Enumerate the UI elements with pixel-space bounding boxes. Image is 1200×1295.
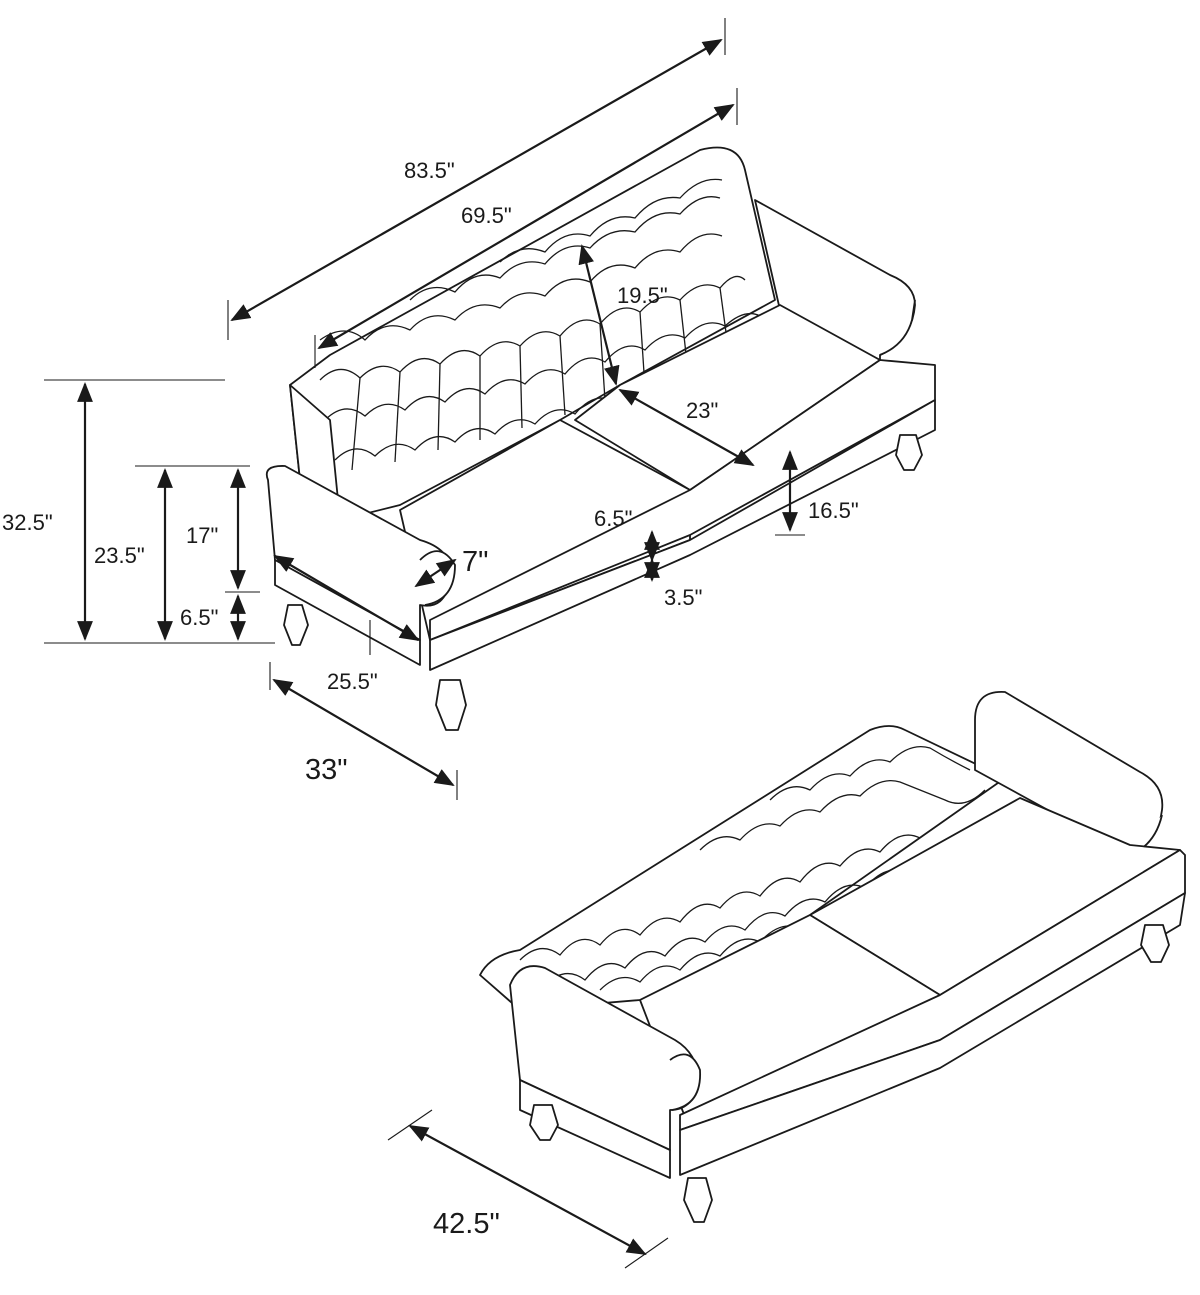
label-seat-height-right: 16.5" (808, 498, 859, 523)
label-cushion-thickness: 6.5" (594, 506, 632, 531)
bed-leg-center (683, 1177, 713, 1223)
label-back-height: 19.5" (617, 283, 668, 308)
leg-front-center (435, 679, 467, 731)
label-seat-width: 69.5" (461, 203, 512, 228)
bed-back (479, 725, 1006, 1011)
leg-back-right (895, 434, 923, 471)
label-arm-width: 7" (462, 546, 488, 578)
label-leg-height: 6.5" (180, 605, 218, 630)
bed-leg-left (529, 1104, 559, 1141)
dimension-lines-upper (44, 18, 805, 800)
label-overall-height: 32.5" (2, 510, 53, 535)
label-inner-depth: 25.5" (327, 669, 378, 694)
label-overall-depth: 33" (305, 754, 348, 786)
label-seat-height: 17" (186, 523, 218, 548)
leg-front-left (283, 604, 309, 646)
label-seat-depth: 23" (686, 398, 718, 423)
dimension-labels: 83.5" 69.5" 19.5" 23" 32.5" 23.5" 17" 6.… (2, 158, 859, 1240)
dimension-lines-lower (387, 1109, 669, 1269)
bed-leg-right (1140, 924, 1170, 963)
front-rail (429, 359, 936, 641)
label-bed-depth: 42.5" (433, 1208, 500, 1240)
sofa-upright-drawing (265, 146, 936, 731)
label-arm-height: 23.5" (94, 543, 145, 568)
sofa-bed-drawing (479, 691, 1186, 1223)
label-cushion-gap: 3.5" (664, 585, 702, 610)
label-overall-width: 83.5" (404, 158, 455, 183)
